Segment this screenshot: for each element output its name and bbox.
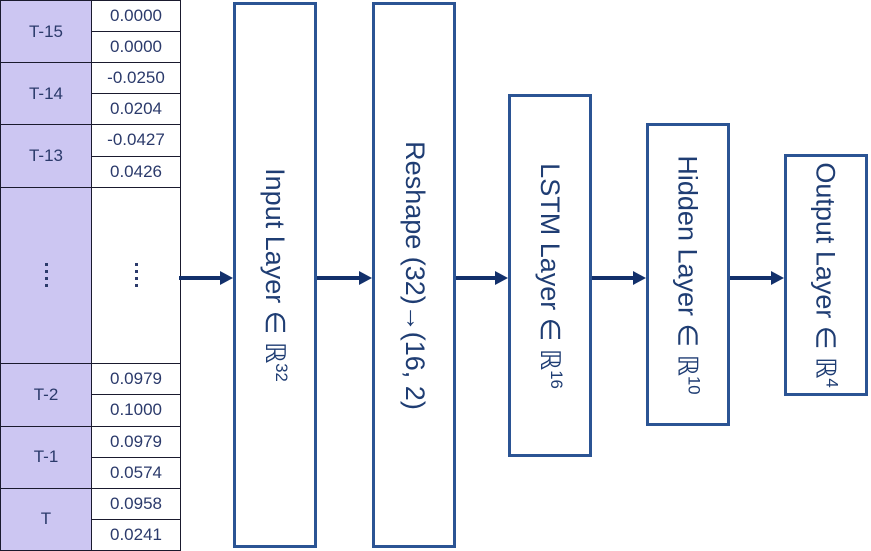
- arrow-shaft: [592, 276, 633, 280]
- timestep-label: T-13: [0, 124, 92, 188]
- feature-value: 0.0241: [91, 518, 181, 551]
- arrow-shaft: [179, 276, 220, 280]
- feature-value: -0.0427: [91, 124, 181, 157]
- feature-value: -0.0250: [91, 62, 181, 95]
- timestep-ellipsis: [0, 186, 92, 365]
- layer-label-hidden: Hidden Layer ∈ ℝ10: [672, 154, 704, 395]
- arrow-head-icon: [220, 271, 233, 285]
- arrow-head-icon: [771, 271, 784, 285]
- feature-value: 0.0204: [91, 93, 181, 126]
- table-row: T-13 -0.0427: [0, 124, 181, 188]
- arrow-reshape-to-lstm: [456, 271, 508, 285]
- vertical-ellipsis-icon: [92, 263, 180, 288]
- table-row: T 0.0958: [0, 487, 181, 551]
- timestep-label: T-14: [0, 62, 92, 126]
- table-row: 0.0574: [1, 456, 181, 489]
- arrow-input-to-reshape: [317, 271, 372, 285]
- arrow-shaft: [730, 276, 771, 280]
- arrow-head-icon: [633, 271, 646, 285]
- layer-box-output: Output Layer ∈ ℝ4: [784, 154, 868, 396]
- feature-value: 0.1000: [91, 394, 181, 427]
- arrow-hidden-to-output: [730, 271, 784, 285]
- feature-value: 0.0000: [91, 0, 181, 33]
- table-row: 0.0241: [1, 518, 181, 551]
- arrow-head-icon: [359, 271, 372, 285]
- timestep-label: T: [0, 487, 92, 551]
- arrow-shaft: [317, 276, 359, 280]
- table-row-ellipsis: [0, 186, 181, 365]
- feature-value-ellipsis: [91, 186, 181, 365]
- feature-value: 0.0574: [91, 456, 181, 489]
- timestep-label: T-2: [0, 363, 92, 427]
- arrow-lstm-to-hidden: [592, 271, 646, 285]
- arrow-shaft: [456, 276, 495, 280]
- table-row: T-2 0.0979: [0, 363, 181, 427]
- layer-box-hidden: Hidden Layer ∈ ℝ10: [646, 123, 730, 426]
- layer-label-lstm: LSTM Layer ∈ ℝ16: [534, 162, 567, 389]
- timestep-label: T-15: [0, 0, 92, 64]
- table-row: 0.0204: [1, 93, 181, 126]
- layer-box-input: Input Layer ∈ ℝ32: [233, 2, 317, 548]
- table-row: 0.0000: [1, 31, 181, 64]
- layer-box-lstm: LSTM Layer ∈ ℝ16: [508, 94, 592, 457]
- feature-value: 0.0000: [91, 31, 181, 64]
- layer-label-input: Input Layer ∈ ℝ32: [259, 168, 292, 382]
- timestep-label: T-1: [0, 425, 92, 489]
- layer-box-reshape: Reshape (32)→(16, 2): [372, 2, 456, 548]
- layer-label-output: Output Layer ∈ ℝ4: [810, 162, 843, 388]
- vertical-ellipsis-icon: [1, 263, 91, 288]
- table-row: T-15 0.0000: [0, 0, 181, 64]
- table-row: 0.1000: [1, 394, 181, 427]
- feature-value: 0.0979: [91, 363, 181, 396]
- feature-value: 0.0426: [91, 155, 181, 188]
- feature-value: 0.0979: [91, 425, 181, 458]
- feature-value: 0.0958: [91, 487, 181, 520]
- arrow-head-icon: [495, 271, 508, 285]
- table-row: T-1 0.0979: [0, 425, 181, 489]
- table-row: 0.0426: [1, 155, 181, 188]
- input-sequence-table: T-15 0.0000 0.0000 T-14 -0.0250 0.0204 T…: [0, 0, 181, 551]
- layer-label-reshape: Reshape (32)→(16, 2): [399, 140, 430, 410]
- table-row: T-14 -0.0250: [0, 62, 181, 126]
- arrow-table-to-input-layer: [179, 271, 233, 285]
